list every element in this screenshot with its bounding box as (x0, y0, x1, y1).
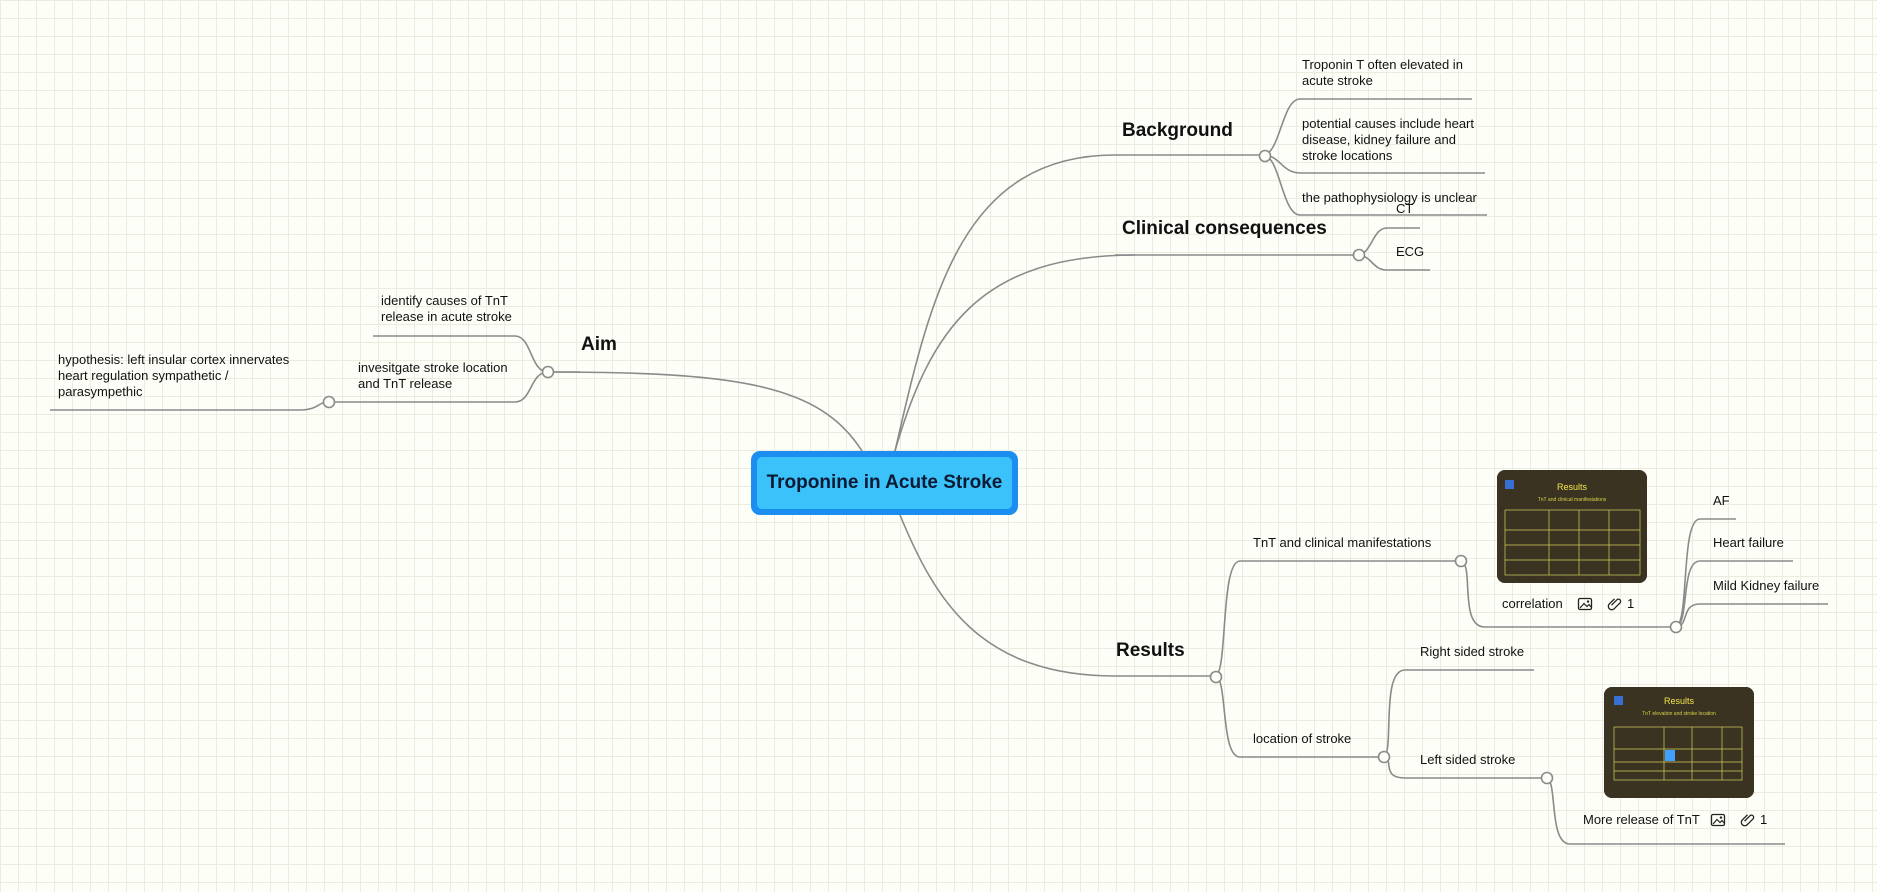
results-location-node[interactable]: location of stroke (1253, 731, 1352, 746)
location-right-sided[interactable]: Right sided stroke (1420, 644, 1525, 659)
tnt-image-subtitle: TnT and clinical manifestations (1538, 497, 1607, 503)
aim-item-identify[interactable]: identify causes of TnT release in acute … (381, 293, 512, 324)
collapse-node (322, 395, 336, 409)
tnt-image-title: Results (1557, 482, 1588, 492)
background-item-causes[interactable]: potential causes include heart disease, … (1302, 116, 1475, 163)
attachment-icon[interactable] (1740, 813, 1756, 827)
collapse-node (1209, 670, 1223, 684)
tnt-results-image[interactable]: Results TnT and clinical manifestations (1497, 470, 1647, 583)
correlation-item-af[interactable]: AF (1713, 493, 1730, 508)
correlation-item-heart-failure[interactable]: Heart failure (1713, 535, 1784, 550)
aim-hypothesis[interactable]: hypothesis: left insular cortex innervat… (58, 352, 290, 399)
more-release-attachment-count: 1 (1760, 812, 1768, 827)
collapse-node (1454, 554, 1468, 568)
collapse-node (1540, 771, 1554, 785)
aim-node[interactable]: Aim (581, 334, 617, 355)
correlation-attachment-count: 1 (1627, 596, 1635, 611)
image-icon[interactable] (1710, 813, 1726, 827)
attachment-icon[interactable] (1607, 597, 1623, 611)
collapse-node (1352, 248, 1366, 262)
clinical-item-ecg[interactable]: ECG (1396, 244, 1425, 259)
background-item-pathophysiology[interactable]: the pathophysiology is unclear (1302, 190, 1477, 205)
clinical-node[interactable]: Clinical consequences (1122, 218, 1327, 239)
image-icon[interactable] (1577, 597, 1593, 611)
clinical-item-ct[interactable]: CT (1396, 201, 1414, 216)
correlation-item-kidney-failure[interactable]: Mild Kidney failure (1713, 578, 1820, 593)
collapse-node (1669, 620, 1683, 634)
aim-item-investigate[interactable]: invesitgate stroke location and TnT rele… (358, 360, 508, 391)
background-item-troponin[interactable]: Troponin T often elevated in acute strok… (1302, 57, 1463, 88)
root-title: Troponine in Acute Stroke (757, 457, 1012, 509)
root-node[interactable]: Troponine in Acute Stroke (751, 451, 1018, 515)
collapse-node (541, 365, 555, 379)
location-image-title: Results (1664, 696, 1695, 706)
location-left-sided[interactable]: Left sided stroke (1420, 752, 1516, 767)
collapse-node (1377, 750, 1391, 764)
results-tnt-node[interactable]: TnT and clinical manifestations (1253, 535, 1432, 550)
background-node[interactable]: Background (1122, 120, 1233, 141)
collapse-node (1258, 149, 1272, 163)
more-release-node[interactable]: More release of TnT (1583, 812, 1700, 827)
correlation-node[interactable]: correlation (1502, 596, 1563, 611)
location-image-subtitle: TnT elevation and stroke location (1642, 711, 1716, 717)
location-results-image[interactable]: Results TnT elevation and stroke locatio… (1604, 687, 1754, 798)
results-node[interactable]: Results (1116, 640, 1185, 661)
